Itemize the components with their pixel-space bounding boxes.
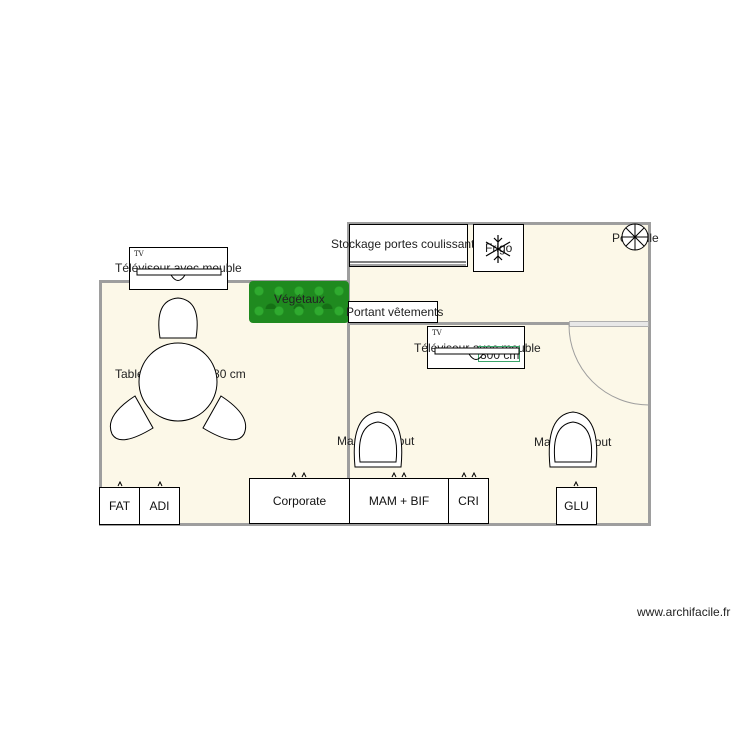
dimension-label: 300 cm [480,348,520,362]
desk-glu[interactable]: GLU [556,487,597,525]
desk-adi[interactable]: ADI [139,487,180,525]
storage-cabinet[interactable] [349,224,468,267]
rack-label: Portant vêtements [346,305,444,319]
door-opening [569,321,649,327]
partition-wall [347,322,569,325]
tv-tag-left: TV [134,250,144,258]
plants-strip [249,281,349,323]
stand-right-label: Mange-debout [534,435,612,449]
credit-watermark: www.archifacile.fr [637,605,731,619]
trash-label: Poubelle [612,231,659,245]
storage-label: Stockage portes coulissantes [331,237,488,251]
stand-left-label: Mange-debout [337,434,415,448]
desk-mam-bif[interactable]: MAM + BIF [349,478,449,524]
clothes-rack[interactable] [348,301,438,323]
table-label: Table 3 pers. 80 x 80 cm [115,367,246,381]
plants-label: Végétaux [274,292,325,306]
tv-left-label: Téléviseur avec meuble [115,261,242,275]
desk-cri[interactable]: CRI [448,478,489,524]
desk-fat[interactable]: FAT [99,487,140,525]
desk-corporate[interactable]: Corporate [249,478,350,524]
fridge-label: Frigo [485,241,513,255]
tv-tag-right: TV [432,329,442,337]
